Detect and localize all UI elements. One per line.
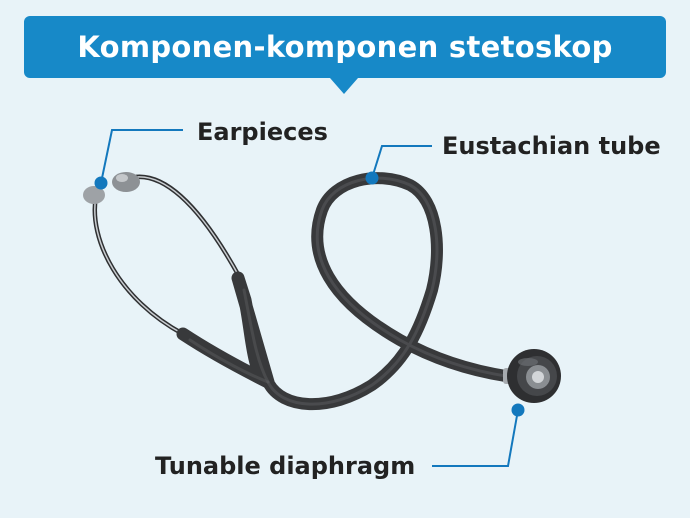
- title-banner: Komponen-komponen stetoskop: [24, 16, 666, 78]
- chest-piece: [503, 349, 561, 403]
- diagram-title: Komponen-komponen stetoskop: [77, 30, 613, 64]
- binaural-tubes: [92, 174, 243, 337]
- banner-pointer: [330, 78, 358, 94]
- callout-dots: [94, 171, 525, 417]
- rubber-tubing: [176, 172, 526, 411]
- label-earpieces: Earpieces: [197, 118, 328, 146]
- callout-lines: [100, 129, 519, 467]
- label-eustachian-tube: Eustachian tube: [442, 132, 661, 160]
- label-tunable-diaphragm: Tunable diaphragm: [155, 452, 416, 480]
- earpiece-tips: [83, 172, 140, 204]
